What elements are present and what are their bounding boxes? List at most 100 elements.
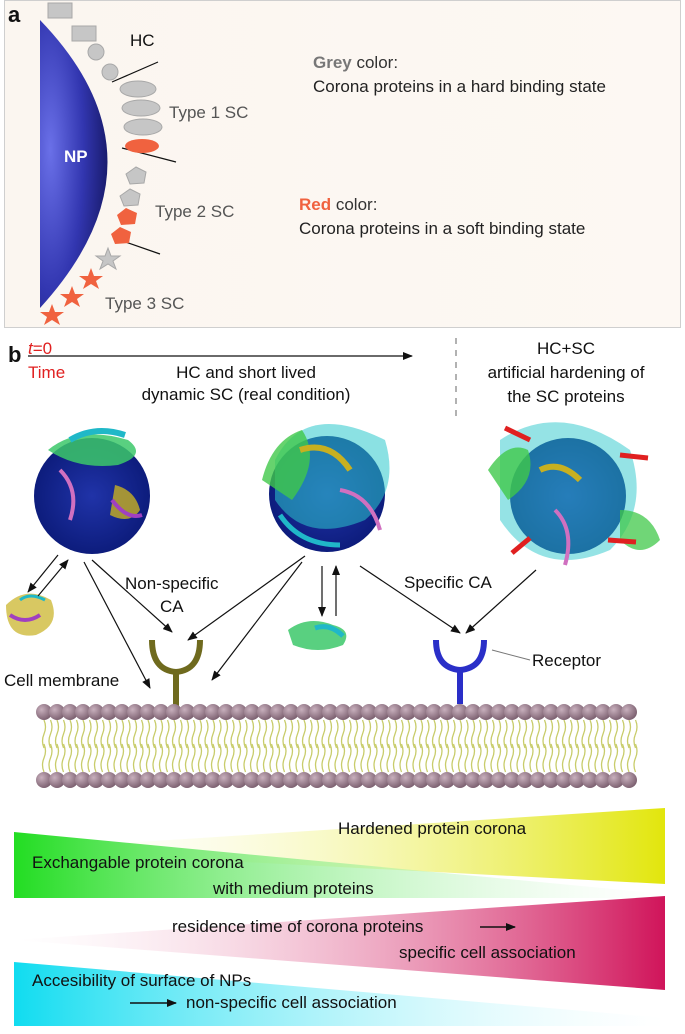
lipid-head — [400, 772, 416, 788]
lipid-tail — [574, 719, 580, 749]
np-ball-middle — [262, 424, 390, 552]
grey-heading: Grey color: — [313, 54, 398, 71]
lipid-tail — [171, 719, 177, 749]
lipid-head — [439, 772, 455, 788]
lipid-tail — [327, 719, 333, 749]
lipid-tail — [314, 719, 320, 749]
lipid-tail — [295, 719, 300, 749]
lipid-tail — [522, 719, 528, 749]
lipid-tail — [425, 743, 430, 773]
lipid-tail — [269, 719, 274, 749]
lipid-tail — [80, 719, 86, 749]
lipid-tail — [217, 719, 222, 749]
lipid-tail — [100, 719, 105, 749]
lipid-tail — [204, 743, 209, 773]
lipid-head — [231, 772, 247, 788]
lipid-tail — [93, 743, 99, 773]
lipid-tail — [483, 743, 489, 773]
lipid-head — [374, 704, 390, 720]
lipid-tail — [223, 743, 229, 773]
lipid-tail — [256, 719, 261, 749]
lipid-head — [348, 772, 364, 788]
lipid-tail — [210, 743, 216, 773]
lipid-tail — [587, 719, 593, 749]
lipid-tail — [503, 719, 508, 749]
lipid-tail — [80, 743, 86, 773]
lipid-head — [530, 704, 546, 720]
lipid-tail — [119, 743, 125, 773]
lipid-tail — [308, 743, 313, 773]
lipid-tail — [451, 719, 456, 749]
lipid-head — [49, 772, 65, 788]
real-condition-line2: dynamic SC (real condition) — [141, 385, 351, 404]
type2-label: Type 2 SC — [155, 202, 235, 221]
lipid-head — [595, 772, 611, 788]
lipid-tail — [581, 719, 586, 749]
lipid-tail — [243, 743, 248, 773]
lipid-tail — [327, 743, 333, 773]
real-condition-line1: HC and short lived — [176, 363, 316, 382]
lipid-tail — [178, 743, 183, 773]
lipid-head — [88, 772, 104, 788]
lipid-tail — [373, 743, 378, 773]
t-italic: t — [28, 339, 33, 358]
specific-receptor — [433, 639, 487, 704]
lipid-tail — [379, 743, 385, 773]
lipid-tail — [509, 743, 515, 773]
lipid-tail — [48, 719, 53, 749]
cell-membrane-graphic — [36, 704, 638, 788]
grey-description: Corona proteins in a hard binding state — [313, 77, 606, 96]
lipid-tail — [464, 719, 469, 749]
lipid-tail — [301, 719, 307, 749]
lipid-head — [504, 772, 520, 788]
lipid-head — [426, 772, 442, 788]
lipid-head — [465, 772, 481, 788]
lipid-head — [543, 704, 559, 720]
lipid-head — [62, 704, 78, 720]
lipid-head — [49, 704, 65, 720]
lipid-tail — [126, 719, 131, 749]
lipid-tail — [412, 719, 417, 749]
hardening-line3: the SC proteins — [507, 387, 625, 406]
lipid-tail — [555, 743, 560, 773]
lipid-head — [439, 704, 455, 720]
lipid-head — [218, 704, 234, 720]
lipid-tail — [217, 743, 222, 773]
lipid-tail — [509, 719, 515, 749]
lipid-head — [478, 704, 494, 720]
lipid-tail — [581, 743, 586, 773]
lipid-tail — [405, 743, 411, 773]
lipid-tail — [132, 743, 138, 773]
lipid-tail — [308, 719, 313, 749]
lipid-tail — [503, 743, 508, 773]
lipid-head — [179, 704, 195, 720]
lipid-tail — [171, 743, 177, 773]
lipid-head — [192, 772, 208, 788]
lipid-head — [621, 704, 637, 720]
lipid-tail — [243, 719, 248, 749]
lipid-head — [322, 704, 338, 720]
lipid-tail — [119, 719, 125, 749]
lipid-head — [582, 772, 598, 788]
np-ball-left — [34, 428, 150, 554]
hardening-line1: HC+SC — [536, 339, 596, 358]
lipid-tail — [230, 719, 235, 749]
lipid-head — [517, 704, 533, 720]
nonspecific-association-text: non-specific cell association — [186, 993, 397, 1012]
lipid-tail — [230, 743, 235, 773]
lipid-tail — [529, 743, 534, 773]
lipid-tail — [490, 743, 495, 773]
lipid-tail — [418, 719, 424, 749]
hc-label: HC — [130, 31, 155, 50]
lipid-tail — [340, 743, 346, 773]
lipid-tail — [152, 743, 157, 773]
lipid-tail — [620, 719, 625, 749]
lipid-tail — [613, 719, 619, 749]
lipid-tail — [379, 719, 385, 749]
type3-label: Type 3 SC — [105, 294, 185, 313]
nonspecific-receptor — [149, 639, 203, 706]
lipid-tail — [54, 719, 60, 749]
lipid-head — [75, 772, 91, 788]
exchangeable-corona-line2: with medium proteins — [213, 879, 374, 898]
lipid-tail — [158, 743, 164, 773]
